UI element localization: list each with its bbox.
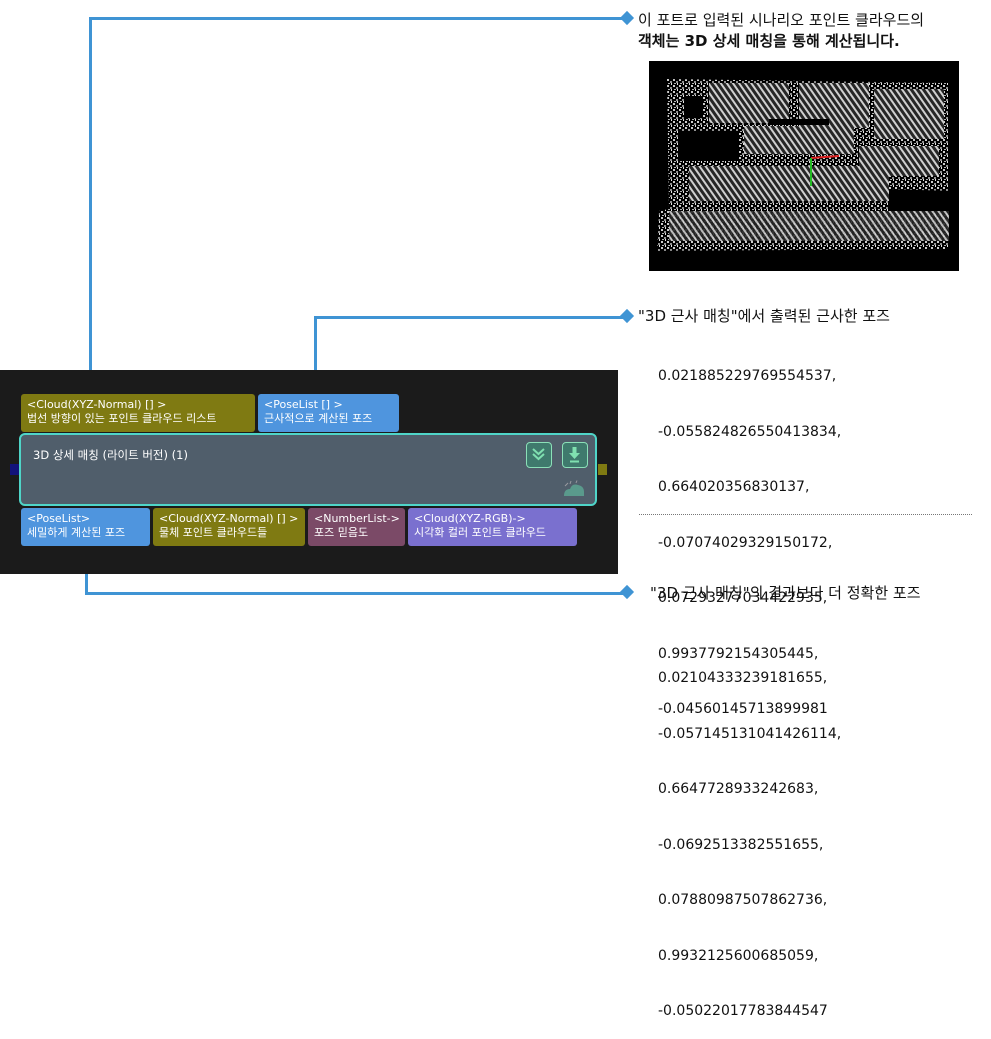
- refined-pose-value: 0.07880987507862736,: [658, 892, 828, 908]
- port-desc: 물체 포인트 클라우드들: [159, 526, 268, 539]
- refined-pose-value: -0.05022017783844547: [658, 1003, 828, 1019]
- node-output-anchor[interactable]: [598, 464, 607, 475]
- port-desc: 법선 방향이 있는 포인트 클라우드 리스트: [27, 412, 217, 425]
- collapse-button[interactable]: [526, 442, 552, 468]
- approx-pose-value: -0.04560145713899981: [658, 701, 828, 717]
- port-type: <Cloud(XYZ-Normal) [] >: [27, 398, 167, 411]
- port-desc: 근사적으로 계산된 포즈: [264, 412, 373, 425]
- refined-pose-note: "3D 근사 매칭"의 결과보다 더 정확한 포즈: [650, 584, 921, 602]
- separator-dotted-line: [639, 514, 972, 515]
- output-port-pose-list[interactable]: <PoseList> 세밀하게 계산된 포즈: [21, 508, 150, 546]
- wire-approx-pose-vertical: [314, 316, 317, 384]
- port-type: <PoseList [] >: [264, 398, 343, 411]
- diamond-icon: [619, 10, 635, 26]
- refined-pose-value: -0.0692513382551655,: [658, 836, 824, 853]
- input-cloud-note: 이 포트로 입력된 시나리오 포인트 클라우드의 객체는 3D 상세 매칭을 통…: [638, 10, 924, 52]
- wire-input-cloud-horizontal: [89, 17, 627, 20]
- port-type: <Cloud(XYZ-Normal) [] >: [159, 512, 299, 525]
- port-desc: 포즈 믿음도: [314, 526, 369, 539]
- diamond-icon: [619, 584, 635, 600]
- port-type: <NumberList->: [314, 512, 400, 525]
- node-input-anchor[interactable]: [10, 464, 19, 475]
- download-arrow-icon: [569, 447, 580, 463]
- refined-pose-value: 0.02104333239181655,: [658, 670, 828, 686]
- port-desc: 시각화 컬러 포인트 클라우드: [414, 526, 546, 539]
- step-node-3d-fine-matching[interactable]: 3D 상세 매칭 (라이트 버전) (1): [19, 433, 597, 506]
- run-step-button[interactable]: [562, 442, 588, 468]
- approx-pose-value: 0.021885229769554537,: [658, 368, 837, 384]
- approx-pose-values: 0.021885229769554537, -0.055824826550413…: [658, 330, 841, 737]
- input-cloud-note-line2: 객체는 3D 상세 매칭을 통해 계산됩니다.: [638, 32, 900, 50]
- wire-refined-pose-horizontal: [85, 592, 627, 595]
- output-port-visual-cloud[interactable]: <Cloud(XYZ-RGB)-> 시각화 컬러 포인트 클라우드: [408, 508, 577, 546]
- wire-approx-pose-horizontal: [314, 316, 627, 319]
- approx-pose-value: -0.055824826550413834,: [658, 423, 842, 440]
- approx-pose-value: 0.07293277034422935,: [658, 590, 828, 606]
- approx-pose-value: 0.664020356830137,: [658, 479, 810, 495]
- approx-pose-value: 0.9937792154305445,: [658, 645, 819, 662]
- port-type: <PoseList>: [27, 512, 91, 525]
- cloud-status-icon: [564, 480, 584, 496]
- refined-pose-value: 0.6647728933242683,: [658, 781, 819, 797]
- input-cloud-note-line1: 이 포트로 입력된 시나리오 포인트 클라우드의: [638, 11, 925, 29]
- input-port-pose-list[interactable]: <PoseList [] > 근사적으로 계산된 포즈: [258, 394, 399, 432]
- wire-input-cloud-vertical: [89, 17, 92, 383]
- refined-pose-value: -0.057145131041426114,: [658, 725, 842, 742]
- port-desc: 세밀하게 계산된 포즈: [27, 526, 126, 539]
- refined-pose-value: 0.9932125600685059,: [658, 947, 819, 964]
- approx-pose-value: -0.07074029329150172,: [658, 534, 833, 551]
- refined-pose-values: 0.02104333239181655, -0.0571451310414261…: [658, 632, 841, 1039]
- double-chevron-down-icon: [532, 448, 545, 461]
- diamond-icon: [619, 308, 635, 324]
- step-node-title: 3D 상세 매칭 (라이트 버전) (1): [33, 448, 188, 462]
- input-port-cloud-normal-list[interactable]: <Cloud(XYZ-Normal) [] > 법선 방향이 있는 포인트 클라…: [21, 394, 255, 432]
- approx-pose-note: "3D 근사 매칭"에서 출력된 근사한 포즈: [638, 307, 890, 325]
- port-type: <Cloud(XYZ-RGB)->: [414, 512, 526, 525]
- output-port-pose-confidence[interactable]: <NumberList-> 포즈 믿음도: [308, 508, 405, 546]
- output-port-object-clouds[interactable]: <Cloud(XYZ-Normal) [] > 물체 포인트 클라우드들: [153, 508, 305, 546]
- scene-point-cloud-image: [649, 61, 959, 271]
